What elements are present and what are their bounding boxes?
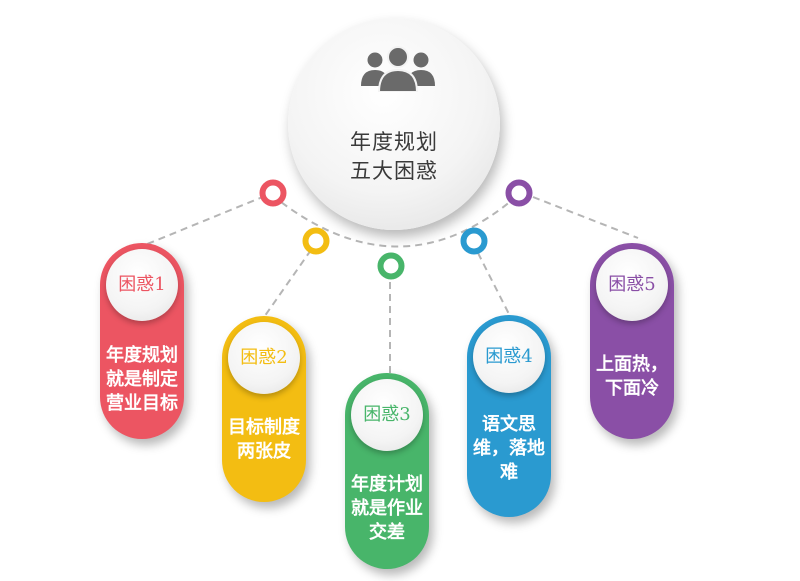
trouble-label-2: 困惑2 <box>228 322 300 394</box>
group-users-icon <box>361 46 435 92</box>
trouble-text-line: 下面冷 <box>605 378 659 399</box>
trouble-text-line: 维，落地 <box>473 438 545 459</box>
trouble-text-1: 年度规划 就是制定 营业目标 <box>100 344 184 416</box>
trouble-label-4: 困惑4 <box>473 321 545 393</box>
hub-arc <box>271 194 519 248</box>
trouble-card-4: 困惑4 语文思 维，落地 难 <box>467 315 551 517</box>
trouble-text-line: 难 <box>500 462 518 483</box>
trouble-text-5: 上面热， 下面冷 <box>590 353 674 401</box>
node-ring-2 <box>302 227 330 255</box>
trouble-text-line: 交差 <box>369 522 405 543</box>
connector-4 <box>477 252 513 321</box>
trouble-text-4: 语文思 维，落地 难 <box>467 413 551 485</box>
hub-title-line2: 五大困惑 <box>350 159 438 183</box>
trouble-text-line: 目标制度 <box>228 417 300 438</box>
center-hub: 年度规划 五大困惑 <box>288 18 500 230</box>
trouble-text-line: 年度计划 <box>351 474 423 495</box>
trouble-card-1: 困惑1 年度规划 就是制定 营业目标 <box>100 243 184 439</box>
node-ring-1 <box>259 179 287 207</box>
trouble-text-3: 年度计划 就是作业 交差 <box>345 473 429 545</box>
trouble-text-line: 语文思 <box>482 414 536 435</box>
node-ring-4 <box>460 227 488 255</box>
node-ring-3 <box>377 252 405 280</box>
connector-2 <box>261 249 312 321</box>
trouble-text-line: 两张皮 <box>237 441 291 462</box>
connector-5 <box>532 196 639 239</box>
trouble-text-line: 营业目标 <box>106 393 178 414</box>
trouble-card-2: 困惑2 目标制度 两张皮 <box>222 316 306 502</box>
trouble-text-line: 上面热， <box>596 354 668 375</box>
trouble-text-2: 目标制度 两张皮 <box>222 416 306 464</box>
trouble-text-line: 年度规划 <box>106 345 178 366</box>
connector-1 <box>139 195 266 248</box>
trouble-text-line: 就是作业 <box>351 498 423 519</box>
node-ring-5 <box>505 179 533 207</box>
trouble-text-line: 就是制定 <box>106 369 178 390</box>
trouble-card-3: 困惑3 年度计划 就是作业 交差 <box>345 373 429 569</box>
hub-title-line1: 年度规划 <box>350 130 438 154</box>
trouble-label-5: 困惑5 <box>596 249 668 321</box>
trouble-label-3: 困惑3 <box>351 379 423 451</box>
trouble-label-1: 困惑1 <box>106 249 178 321</box>
trouble-card-5: 困惑5 上面热， 下面冷 <box>590 243 674 439</box>
